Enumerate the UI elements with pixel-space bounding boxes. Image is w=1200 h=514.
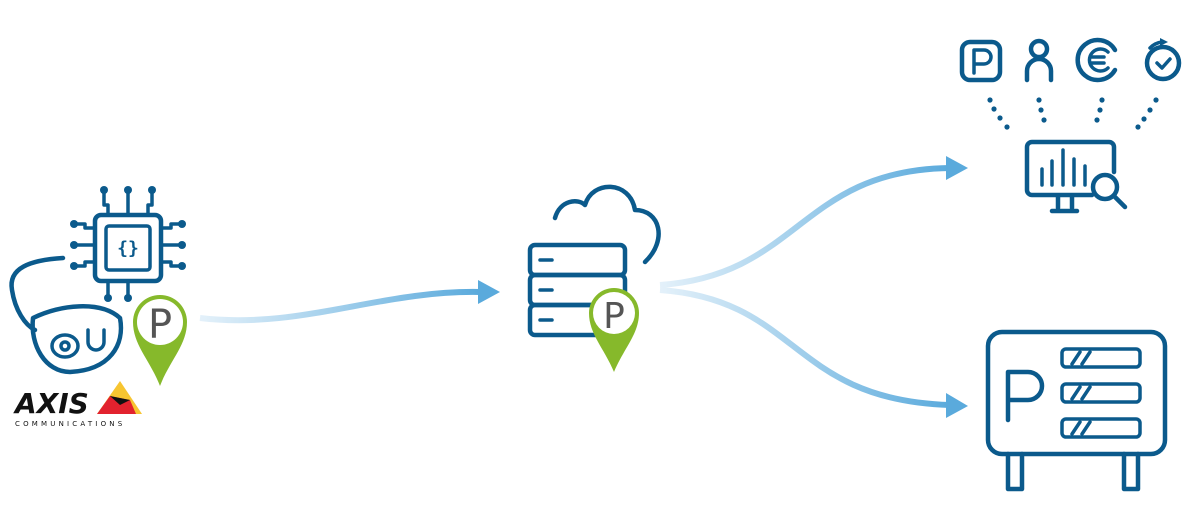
arrow-cloud-to-display: [659, 287, 968, 418]
monitor-analytics-icon: [1024, 139, 1128, 214]
parking-guidance-sign-icon: [985, 329, 1168, 492]
svg-text:{}: {}: [117, 238, 139, 259]
chip-code-icon: {}: [70, 186, 186, 302]
parking-sign-icon: [959, 39, 1003, 83]
pin-letter: P: [148, 302, 172, 348]
arrow-cloud-to-analytics: [659, 156, 968, 288]
connector-dots: [987, 97, 1159, 130]
dome-camera-icon: [9, 255, 124, 375]
logo-brand: AXIS: [13, 387, 89, 420]
person-icon: [1024, 38, 1054, 83]
parking-pin-icon: P: [133, 295, 187, 386]
arrow-edge-to-cloud: [199, 280, 500, 324]
logo-sub: COMMUNICATIONS: [15, 420, 125, 428]
parking-pin-icon: P: [589, 288, 639, 372]
pin-letter: P: [603, 296, 625, 337]
axis-logo: AXIS COMMUNICATIONS: [13, 381, 142, 428]
euro-icon: [1075, 37, 1118, 83]
timer-check-icon: [1144, 38, 1182, 82]
